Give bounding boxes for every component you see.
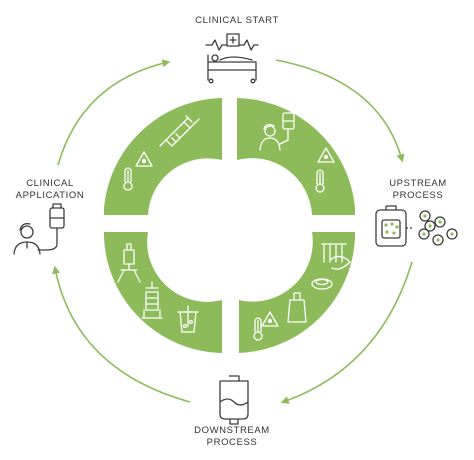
mixing-vessel-icon [177,305,199,333]
patient-iv-icon [13,203,65,255]
filter-column-icon [141,281,163,319]
cold-storage-thermometer-icon-2 [315,147,335,193]
ring-segment-top-left [104,98,222,215]
stage-label-clinical-start: CLINICAL START [195,15,279,26]
hospital-bed-icon [205,33,259,84]
media-bottle-icon [287,292,307,323]
stage-label-upstream-process: UPSTREAM PROCESS [389,178,447,201]
arrow-downstream-to-application [52,265,191,403]
infusion-bag-icon [219,375,249,425]
ring-segments [104,98,355,353]
bioreactor-stand-icon [117,243,141,283]
dna-test-tubes-icon [321,243,351,270]
ring-segment-bottom-left [104,232,222,353]
stage-label-clinical-application: CLINICAL APPLICATION [15,178,85,201]
arrow-application-to-start [57,59,171,166]
petri-dish-icon [311,278,333,290]
ring-segment-top-right [237,98,355,215]
cycle-arrows [52,59,413,404]
syringe-icon [159,115,200,147]
arrow-upstream-to-downstream [280,261,413,404]
cold-storage-thermometer-icon [123,151,153,191]
cell-culture-bag-icon [375,205,458,247]
nurse-iv-bag-icon [259,112,295,151]
arrow-start-to-upstream [275,59,405,163]
stage-label-downstream-process: DOWNSTREAM PROCESS [194,425,270,448]
cold-storage-thermometer-icon-3 [253,311,279,341]
